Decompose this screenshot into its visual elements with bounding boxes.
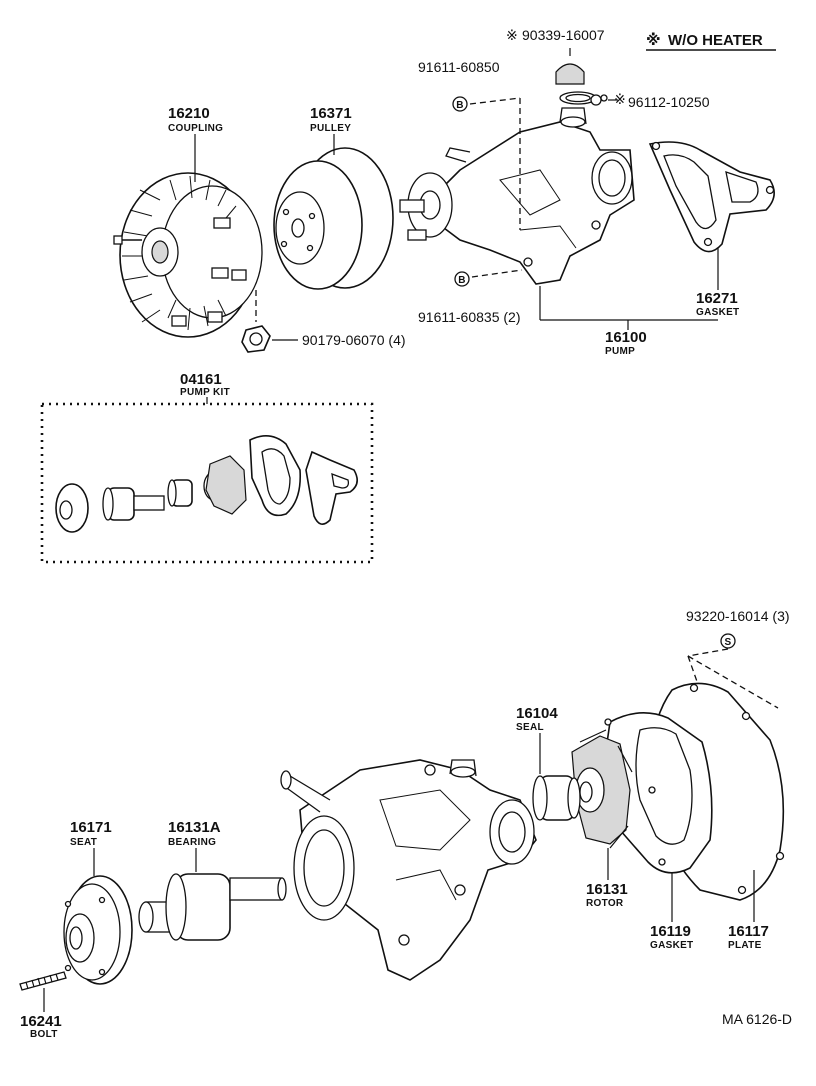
callout-96112: ※ 96112-10250 — [608, 91, 710, 110]
kit-bearing[interactable] — [102, 487, 165, 521]
seat-16171-part[interactable] — [63, 875, 133, 985]
part-number-16271: 16271 — [696, 290, 738, 307]
bearing-16131A-part[interactable] — [138, 873, 287, 941]
part-name-pump-kit: PUMP KIT — [180, 387, 230, 398]
part-number-90179: 90179-06070 (4) — [302, 332, 406, 348]
callout-16104: 16104 SEAL — [516, 705, 558, 774]
part-number-16371: 16371 — [310, 105, 352, 122]
callout-16131: 16131 ROTOR — [586, 848, 628, 909]
bolt-marker-b-upper — [452, 96, 468, 112]
part-name-coupling: COUPLING — [168, 123, 223, 134]
callout-16210: 16210 COUPLING — [168, 105, 223, 182]
part-name-pump: PUMP — [605, 346, 635, 357]
pump-kit-frame — [40, 402, 374, 564]
part-number-91611-60835: 91611-60835 (2) — [418, 309, 520, 325]
part-number-04161: 04161 — [180, 371, 222, 388]
pump-body-part[interactable] — [280, 759, 537, 981]
callout-91611-60835: B 91611-60835 (2) — [418, 269, 523, 325]
mark-90339: ※ — [506, 27, 518, 43]
callout-93220: 93220-16014 (3) S — [686, 608, 790, 709]
part-number-16241: 16241 — [20, 1013, 62, 1030]
part-name-bearing: BEARING — [168, 837, 216, 848]
fan-coupling-part[interactable] — [113, 172, 263, 338]
part-number-91611-60850: 91611-60850 — [418, 59, 500, 75]
callout-16117: 16117 PLATE — [728, 870, 769, 951]
part-name-plate: PLATE — [728, 940, 762, 951]
kit-seat[interactable] — [55, 483, 89, 533]
part-name-rotor: ROTOR — [586, 898, 624, 909]
callout-16171: 16171 SEAT — [70, 819, 112, 876]
pump-kit-group: 04161 PUMP KIT — [40, 371, 374, 564]
legend-text: W/O HEATER — [668, 32, 763, 49]
part-number-16100: 16100 — [605, 329, 647, 346]
kit-gasket[interactable] — [249, 435, 302, 517]
legend-symbol: ※ — [646, 31, 661, 49]
kit-seal[interactable] — [167, 479, 193, 507]
part-number-16119: 16119 — [650, 923, 691, 940]
part-number-16131: 16131 — [586, 881, 628, 898]
callout-16100: 16100 PUMP — [539, 286, 718, 357]
part-name-seal: SEAL — [516, 722, 544, 733]
part-number-90339: 90339-16007 — [522, 27, 605, 43]
part-number-16171: 16171 — [70, 819, 112, 836]
legend: ※ W/O HEATER — [646, 31, 776, 51]
gasket-16271-part[interactable] — [648, 141, 775, 253]
part-number-16210: 16210 — [168, 105, 210, 122]
cap-90339-part[interactable] — [555, 48, 585, 85]
callout-16271: 16271 GASKET — [696, 248, 739, 318]
bolt-16241-part[interactable] — [19, 971, 67, 991]
seal-16104-part[interactable] — [532, 775, 581, 821]
gasket-16119-part[interactable] — [604, 712, 713, 874]
kit-plate-gasket[interactable] — [305, 450, 358, 525]
pulley-part[interactable] — [273, 147, 394, 290]
drawing-code: MA 6126-D — [722, 1011, 792, 1027]
svg-text:B: B — [456, 100, 464, 111]
callout-16131A: 16131A BEARING — [168, 819, 221, 872]
callout-90339: ※ 90339-16007 — [506, 27, 605, 43]
callout-91611-60850: 91611-60850 B — [418, 59, 521, 230]
part-name-bolt: BOLT — [30, 1029, 58, 1040]
part-number-16131A: 16131A — [168, 819, 221, 836]
callout-16371: 16371 PULLEY — [310, 105, 352, 155]
part-name-gasket-16271: GASKET — [696, 307, 739, 318]
water-pump-assembly-part[interactable] — [399, 107, 635, 285]
part-number-93220: 93220-16014 (3) — [686, 608, 790, 624]
part-number-16117: 16117 — [728, 923, 769, 940]
callout-90179: 90179-06070 (4) — [272, 332, 406, 348]
part-number-96112: 96112-10250 — [628, 94, 710, 110]
clamp-96112-part[interactable] — [559, 91, 608, 106]
mark-96112: ※ — [614, 91, 626, 107]
callout-16119: 16119 GASKET — [650, 872, 693, 951]
nut-90179-part[interactable] — [241, 290, 271, 353]
part-name-seat: SEAT — [70, 837, 97, 848]
callout-16241: 16241 BOLT — [20, 988, 62, 1040]
part-number-16104: 16104 — [516, 705, 558, 722]
bolt-marker-b-lower — [454, 271, 470, 287]
kit-rotor[interactable] — [203, 455, 247, 515]
svg-text:B: B — [458, 275, 466, 286]
svg-text:S: S — [725, 637, 732, 648]
part-name-pulley: PULLEY — [310, 123, 351, 134]
part-name-gasket-16119: GASKET — [650, 940, 693, 951]
screw-marker-s — [720, 633, 736, 649]
